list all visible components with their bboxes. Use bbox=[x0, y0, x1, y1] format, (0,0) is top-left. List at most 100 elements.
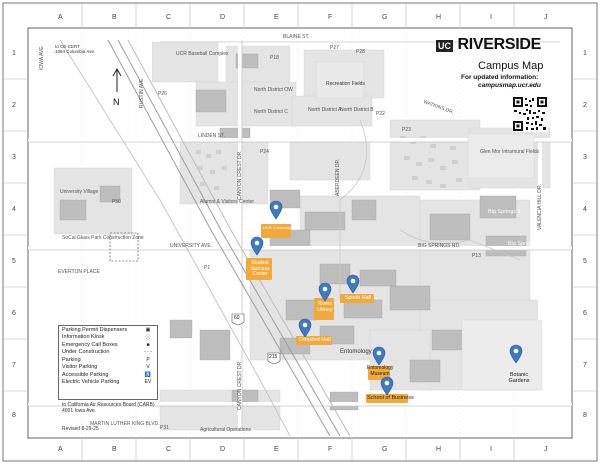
rivera-library-pin-icon[interactable] bbox=[318, 282, 332, 302]
street-big-springs: BIG SPRINGS RD. bbox=[418, 243, 461, 249]
qr-code-icon[interactable] bbox=[512, 96, 548, 132]
entomology-museum-box[interactable] bbox=[368, 366, 390, 380]
label-p18: P18 bbox=[270, 55, 279, 61]
legend-label: Accessible Parking bbox=[62, 371, 109, 378]
grid-col-i: I bbox=[490, 14, 492, 21]
label-p23: P23 bbox=[402, 127, 411, 133]
ucr-commons-pin-icon[interactable] bbox=[269, 200, 283, 220]
street-canyon-south: CANYON CREST DR. bbox=[237, 360, 243, 410]
rivera-library-label: Rivera Library bbox=[317, 301, 333, 313]
construction-dash-icon: - - - bbox=[144, 349, 152, 356]
grid-row-1: 1 bbox=[12, 50, 16, 57]
legend-label: Electric Vehicle Parking bbox=[62, 379, 120, 386]
legend-row: Accessible Parking ♿ bbox=[59, 371, 157, 379]
grid-col-b-bottom: B bbox=[112, 446, 117, 453]
ucr-logo-mark: UC bbox=[436, 40, 453, 52]
ucr-logo: UC RIVERSIDE bbox=[436, 36, 548, 54]
grid-row-3-right: 3 bbox=[583, 154, 587, 161]
label-university-village: University Village bbox=[60, 189, 99, 195]
north-label: N bbox=[113, 97, 120, 107]
legend-row: Emergency Call Boxes ■ bbox=[59, 341, 157, 349]
school-of-business-label: School of Business bbox=[367, 395, 414, 401]
grid-row-8: 8 bbox=[12, 412, 16, 419]
grid-col-d-bottom: D bbox=[220, 446, 226, 453]
grid-row-2-right: 2 bbox=[583, 102, 587, 109]
accessible-parking-icon: ♿ bbox=[144, 371, 152, 378]
grid-row-7-right: 7 bbox=[583, 362, 587, 369]
grid-col-f-bottom: F bbox=[328, 446, 333, 453]
street-rustin: RUSTIN AVE. bbox=[139, 77, 145, 108]
label-p28: P28 bbox=[356, 49, 365, 55]
street-canyon: CANYON CREST DR. bbox=[237, 150, 243, 200]
carb-note-line-2: 4001 Iowa Ave. bbox=[62, 408, 97, 414]
student-success-center-box[interactable] bbox=[246, 258, 272, 280]
legend-row: Visitor Parking V bbox=[59, 364, 157, 372]
legend-row: Electric Vehicle Parking EV bbox=[59, 379, 157, 387]
call-box-icon: ■ bbox=[146, 341, 150, 348]
grid-col-h-bottom: H bbox=[436, 446, 442, 453]
student-success-center-pin-icon[interactable] bbox=[250, 236, 264, 256]
street-valencia: VALENCIA HILL DR. bbox=[537, 184, 543, 230]
grid-row-5-right: 5 bbox=[583, 258, 587, 265]
carb-note-line-1: to California Air Resources Board (CARB) bbox=[62, 402, 155, 408]
olmsted-hall-label: Olmsted Hall bbox=[299, 337, 331, 343]
street-mlk: MARTIN LUTHER KING BLVD. bbox=[90, 421, 160, 427]
grid-col-d: D bbox=[220, 14, 226, 21]
street-iowa: IOWA AVE. bbox=[39, 44, 45, 70]
grid-col-f: F bbox=[328, 14, 333, 21]
olmsted-hall-pin-icon[interactable] bbox=[298, 318, 312, 338]
legend-label: Visitor Parking bbox=[62, 364, 98, 371]
ucr-logo-word: RIVERSIDE bbox=[457, 36, 541, 54]
grid-col-e-bottom: E bbox=[274, 446, 279, 453]
olmsted-hall-box[interactable] bbox=[296, 336, 332, 345]
student-success-center-label: Student Success Center bbox=[250, 260, 270, 277]
label-big-springs-1: Big Springs 1 bbox=[488, 209, 521, 215]
grid-row-4-right: 4 bbox=[583, 206, 587, 213]
grid-row-6: 6 bbox=[12, 310, 16, 317]
grid-col-c-bottom: C bbox=[166, 446, 172, 453]
legend-label: Under Construction bbox=[62, 349, 110, 356]
grid-row-2: 2 bbox=[12, 102, 16, 109]
label-p22: P22 bbox=[376, 111, 385, 117]
visitor-parking-icon: V bbox=[146, 364, 150, 371]
ucr-commons-box[interactable] bbox=[261, 224, 291, 238]
entomology-museum-pin-icon[interactable] bbox=[372, 346, 386, 366]
map-subtitle: For updated information: bbox=[461, 74, 539, 81]
label-glen-mor: Glen Mor Intramural Fields bbox=[480, 149, 540, 155]
label-north-district-b: North District B bbox=[340, 107, 374, 113]
spieth-hall-box[interactable] bbox=[340, 294, 374, 303]
school-of-business-box[interactable] bbox=[366, 394, 408, 403]
label-baseball: UCR Baseball Complex bbox=[176, 51, 229, 57]
botanic-gardens-pin-icon[interactable] bbox=[509, 344, 523, 364]
map-url-link[interactable]: campusmap.ucr.edu bbox=[478, 82, 541, 89]
ucr-commons-label: UCR Commons bbox=[263, 225, 292, 230]
grid-row-5: 5 bbox=[12, 258, 16, 265]
grid-col-a: A bbox=[58, 14, 63, 21]
label-highway-60: 60 bbox=[234, 315, 240, 321]
legend-label: Emergency Call Boxes bbox=[62, 341, 118, 348]
legend-label: Parking Permit Dispensers bbox=[62, 326, 128, 333]
label-p50: P50 bbox=[112, 199, 121, 205]
grid-row-4: 4 bbox=[12, 206, 16, 213]
label-p13: P13 bbox=[472, 253, 481, 259]
spieth-hall-pin-icon[interactable] bbox=[346, 274, 360, 294]
school-of-business-pin-icon[interactable] bbox=[380, 376, 394, 396]
grid-row-1-right: 1 bbox=[583, 50, 587, 57]
grid-col-i-bottom: I bbox=[490, 446, 492, 453]
ev-parking-icon: EV bbox=[144, 379, 152, 386]
label-alumni-visitors: Alumni & Visitors Center bbox=[200, 199, 255, 205]
rivera-library-box[interactable] bbox=[314, 298, 334, 320]
label-north-district-a: North District A bbox=[308, 107, 342, 113]
ce-cert-note: to CE-CERT 1084 Columbia Ave. bbox=[55, 44, 95, 54]
grid-col-j-bottom: J bbox=[544, 446, 548, 453]
label-recreation-fields: Recreation Fields bbox=[326, 81, 365, 87]
street-linden: LINDEN ST. bbox=[198, 133, 225, 139]
grid-col-h: H bbox=[436, 14, 442, 21]
label-p31: P31 bbox=[160, 425, 169, 431]
legend-row: Information Kiosk ⓘ bbox=[59, 334, 157, 342]
entomology-museum-label: Entomology Museum bbox=[367, 365, 394, 377]
street-university: UNIVERSITY AVE. bbox=[170, 243, 213, 249]
carb-note: to California Air Resources Board (CARB)… bbox=[62, 402, 155, 414]
grid-col-g: G bbox=[382, 14, 388, 21]
street-aberdeen: ABERDEEN DR. bbox=[335, 158, 341, 196]
